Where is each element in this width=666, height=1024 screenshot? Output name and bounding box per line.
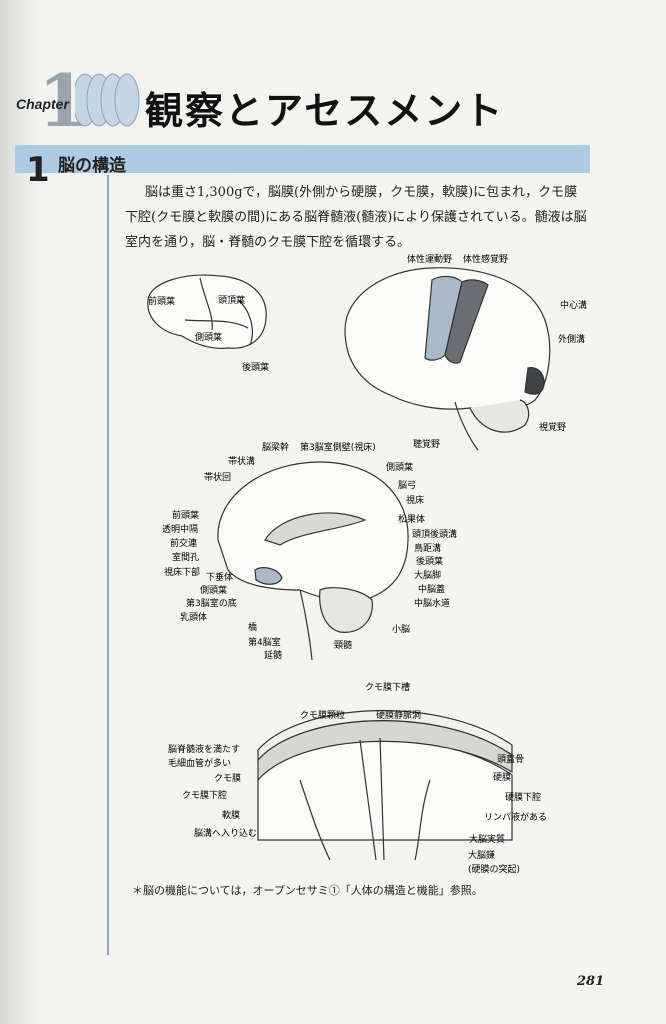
meninges-figure	[257, 710, 513, 861]
structure-label: 第3脳室の底	[186, 597, 237, 609]
structure-label: 第3脳室側壁(視床)	[300, 441, 376, 453]
area-label: 体性運動野	[407, 253, 452, 265]
structure-label: 側頭葉	[386, 461, 413, 473]
structure-label: 視床	[406, 494, 424, 506]
sagittal-brain-figure	[217, 461, 409, 661]
area-label: 視覚野	[539, 421, 566, 433]
meninges-label: 脳脊髄液を満たす	[168, 743, 240, 755]
structure-label: 側頭葉	[200, 584, 227, 596]
meninges-label: 大脳鎌	[468, 849, 495, 861]
area-label: 外側溝	[558, 333, 585, 345]
meninges-label: 脳溝へ入り込む	[194, 827, 257, 839]
structure-label: 大脳脚	[414, 569, 441, 581]
meninges-label: クモ膜	[214, 773, 241, 784]
area-label: 体性感覚野	[463, 253, 508, 265]
structure-label: 中脳水道	[414, 597, 450, 609]
meninges-label: 硬膜下腔	[505, 791, 541, 803]
meninges-label: 頭蓋骨	[497, 753, 524, 765]
structure-label: 脳梁幹	[262, 441, 289, 453]
meninges-label: リンパ液がある	[484, 811, 547, 823]
chapter-label: Chapter	[16, 96, 69, 112]
meninges-label: (硬膜の突起)	[468, 863, 520, 875]
structure-label: 橋	[248, 621, 257, 633]
lobe-label: 前頭葉	[148, 295, 175, 307]
page-number: 281	[577, 974, 605, 989]
structure-label: 鳥距溝	[414, 542, 441, 554]
area-label: 中心溝	[560, 299, 587, 311]
meninges-label: 硬膜静脈洞	[376, 709, 421, 721]
structure-label: 中脳蓋	[418, 583, 445, 595]
structure-label: 松果体	[398, 513, 425, 525]
lobe-label: 後頭葉	[242, 361, 269, 373]
structure-label: 第4脳室	[248, 636, 281, 648]
structure-label: 透明中隔	[162, 523, 198, 535]
meninges-label: 硬膜	[493, 772, 511, 783]
footnote: ＊脳の機能については，オープンセサミ①「人体の構造と機能」参照。	[132, 884, 483, 897]
structure-label: 頭頂後頭溝	[412, 528, 457, 540]
meninges-title: クモ膜下槽	[365, 681, 410, 693]
structure-label: 視床下部	[164, 566, 200, 578]
meninges-label: 大脳実質	[469, 833, 505, 845]
meninges-label: クモ膜下腔	[182, 789, 227, 801]
intro-paragraph: 脳は重さ1,300gで，脳膜(外側から硬膜，クモ膜，軟膜)に包まれ，クモ膜下腔(…	[125, 185, 587, 250]
structure-label: 延髄	[264, 649, 282, 661]
structure-label: 乳頭体	[180, 611, 207, 623]
meninges-label: クモ膜顆粒	[300, 709, 345, 721]
lobe-label: 側頭葉	[195, 331, 222, 343]
structure-label: 帯状回	[204, 471, 231, 483]
meninges-label: 毛細血管が多い	[168, 757, 231, 769]
structure-label: 室間孔	[172, 551, 199, 563]
structure-label: 前頭葉	[172, 509, 199, 521]
section-title: 脳の構造	[58, 156, 126, 176]
structure-label: 小脳	[392, 623, 410, 635]
structure-label: 前交連	[170, 537, 197, 549]
chapter-title: 観察とアセスメント	[145, 89, 505, 133]
area-label: 聴覚野	[413, 438, 440, 450]
lobe-label: 頭頂葉	[218, 294, 245, 306]
section-rule	[107, 175, 109, 955]
lateral-brain-figure	[344, 267, 551, 451]
structure-label: 帯状溝	[228, 455, 255, 467]
chapter-rings-decoration	[75, 73, 140, 127]
structure-label: 脳弓	[398, 479, 416, 491]
section-header-band	[15, 145, 590, 173]
structure-label: 下垂体	[206, 571, 233, 583]
lobes-brain-figure	[147, 274, 267, 349]
section-number: 1	[26, 150, 50, 190]
structure-label: 後頭葉	[416, 555, 443, 567]
meninges-label: 軟膜	[222, 809, 240, 821]
structure-label: 頸髄	[334, 639, 352, 651]
